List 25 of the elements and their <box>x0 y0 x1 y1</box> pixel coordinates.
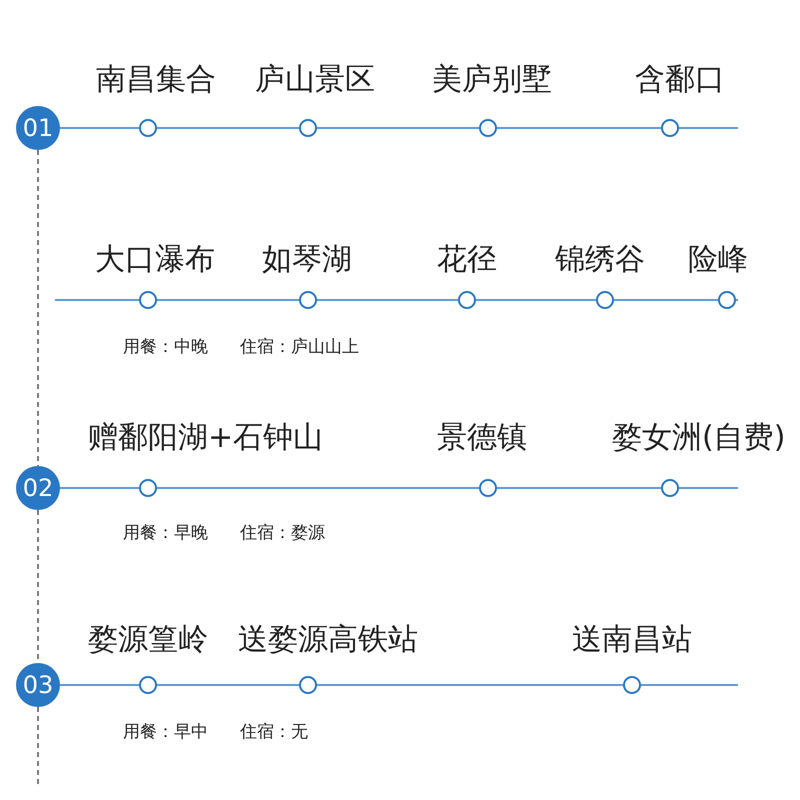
stop-name: 送婺源高铁站 <box>238 622 418 658</box>
itinerary-note: 用餐：早中 <box>123 721 208 743</box>
day-badge: 02 <box>16 466 60 510</box>
dashed-connector <box>37 150 39 466</box>
stop-name: 赠鄱阳湖+石钟山 <box>88 420 324 456</box>
itinerary-note: 用餐：早晚 <box>123 522 208 544</box>
stop-name: 婺女洲(自费) <box>612 420 786 456</box>
itinerary-note: 住宿：庐山山上 <box>240 336 359 358</box>
stop-name: 锦绣谷 <box>555 242 645 278</box>
stop-name: 如琴湖 <box>262 242 352 278</box>
stop-name: 大口瀑布 <box>95 242 215 278</box>
stop-name: 南昌集合 <box>96 62 216 98</box>
stop-name: 险峰 <box>688 242 748 278</box>
itinerary-note: 住宿：婺源 <box>240 522 325 544</box>
stop-name: 美庐别墅 <box>432 62 552 98</box>
stop-name: 送南昌站 <box>572 622 692 658</box>
itinerary-note: 住宿：无 <box>240 721 308 743</box>
stop-name: 婺源篁岭 <box>88 622 208 658</box>
itinerary-note: 用餐：中晚 <box>123 336 208 358</box>
stop-name: 景德镇 <box>437 420 527 456</box>
day-badge: 03 <box>16 663 60 707</box>
stop-name: 庐山景区 <box>255 62 375 98</box>
stop-name: 含鄱口 <box>635 62 725 98</box>
day-badge: 01 <box>16 106 60 150</box>
stop-name: 花径 <box>437 242 497 278</box>
